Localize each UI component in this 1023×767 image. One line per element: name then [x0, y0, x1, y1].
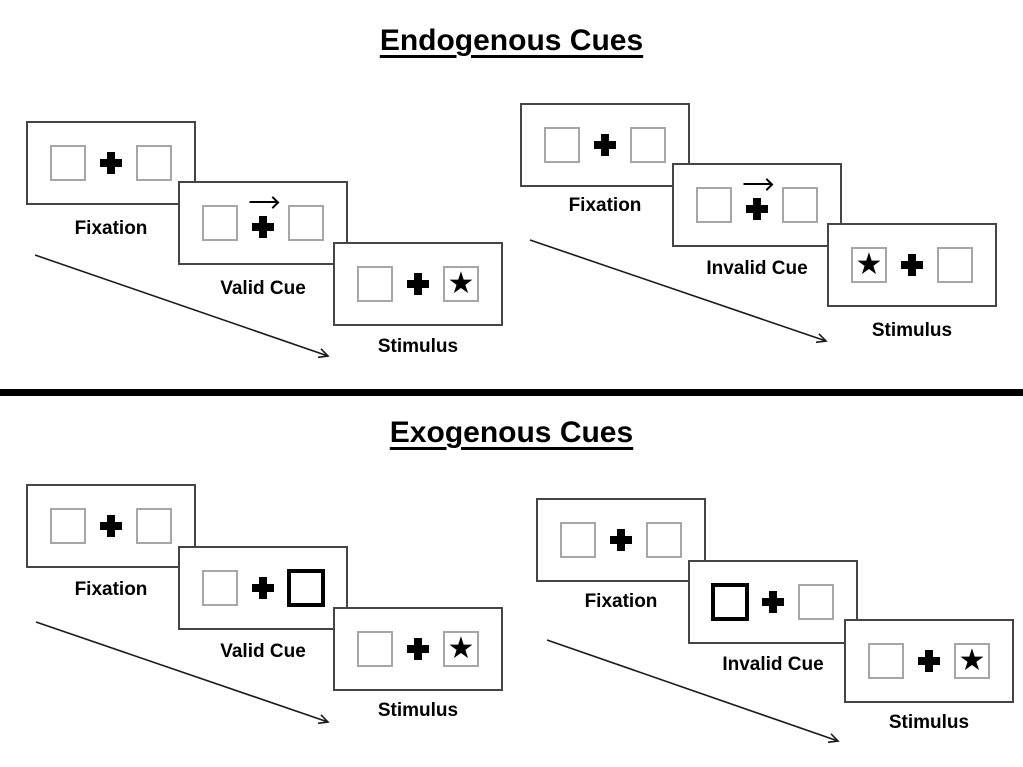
fixation-cross-icon — [762, 591, 784, 613]
star-stimulus-icon: ★ — [447, 631, 475, 666]
right-placeholder-box — [782, 187, 818, 223]
section-title-exogenous: Exogenous Cues — [389, 416, 634, 449]
exo-invalid-fixation-panel — [536, 498, 706, 582]
frame-label: Valid Cue — [220, 278, 306, 299]
frame-label: Invalid Cue — [722, 654, 824, 675]
right-placeholder-box — [646, 522, 682, 558]
frame-label: Fixation — [74, 218, 148, 239]
right-placeholder-box — [798, 584, 834, 620]
fixation-cross-icon — [901, 254, 923, 276]
fixation-cross-icon — [252, 577, 274, 599]
left-placeholder-box — [357, 266, 393, 302]
endo-invalid-cue-panel — [672, 163, 842, 247]
right-placeholder-box — [937, 247, 973, 283]
right-arrow-icon — [743, 183, 771, 185]
fixation-cross-icon — [100, 152, 122, 174]
fixation-cross-icon — [407, 638, 429, 660]
left-placeholder-box — [544, 127, 580, 163]
fixation-cross-icon — [610, 529, 632, 551]
frame-label: Valid Cue — [220, 641, 306, 662]
exo-invalid-stimulus-panel: ★ — [844, 619, 1014, 703]
fixation-cross-icon — [746, 198, 768, 220]
star-stimulus-icon: ★ — [855, 247, 883, 282]
left-placeholder-box — [202, 570, 238, 606]
frame-label: Stimulus — [377, 336, 459, 357]
left-placeholder-box — [868, 643, 904, 679]
frame-label: Stimulus — [871, 320, 953, 341]
right-placeholder-box — [630, 127, 666, 163]
target-box: ★ — [954, 643, 990, 679]
left-placeholder-box — [50, 145, 86, 181]
endo-invalid-fixation-panel — [520, 103, 690, 187]
section-title-endogenous: Endogenous Cues — [379, 24, 644, 57]
fixation-cross-icon — [918, 650, 940, 672]
exo-valid-cue-panel — [178, 546, 348, 630]
frame-label: Stimulus — [377, 700, 459, 721]
endo-invalid-stimulus-panel: ★ — [827, 223, 997, 307]
frame-label: Fixation — [568, 195, 642, 216]
frame-label: Stimulus — [888, 712, 970, 733]
exo-invalid-cue-panel — [688, 560, 858, 644]
left-placeholder-box — [357, 631, 393, 667]
fixation-cross-icon — [407, 273, 429, 295]
endo-valid-fixation-panel — [26, 121, 196, 205]
fixation-cross-icon — [594, 134, 616, 156]
exo-valid-stimulus-panel: ★ — [333, 607, 503, 691]
target-box: ★ — [851, 247, 887, 283]
exo-valid-timeline-arrow — [35, 621, 330, 725]
endo-invalid-timeline-arrow — [529, 239, 828, 344]
endo-valid-timeline-arrow — [34, 254, 330, 359]
endo-valid-cue-panel — [178, 181, 348, 265]
star-stimulus-icon: ★ — [958, 643, 986, 678]
left-placeholder-box — [50, 508, 86, 544]
left-placeholder-box — [560, 522, 596, 558]
target-box: ★ — [443, 266, 479, 302]
frame-label: Fixation — [74, 579, 148, 600]
exo-invalid-timeline-arrow — [546, 639, 840, 744]
fixation-cross-icon — [100, 515, 122, 537]
right-arrow-icon — [249, 201, 277, 203]
star-stimulus-icon: ★ — [447, 266, 475, 301]
left-placeholder-box — [696, 187, 732, 223]
highlighted-cue-box — [287, 569, 325, 607]
target-box: ★ — [443, 631, 479, 667]
right-placeholder-box — [288, 205, 324, 241]
fixation-cross-icon — [252, 216, 274, 238]
frame-label: Fixation — [584, 591, 658, 612]
exo-valid-fixation-panel — [26, 484, 196, 568]
left-placeholder-box — [202, 205, 238, 241]
right-placeholder-box — [136, 508, 172, 544]
highlighted-cue-box — [711, 583, 749, 621]
section-divider — [0, 389, 1023, 396]
frame-label: Invalid Cue — [706, 258, 808, 279]
right-placeholder-box — [136, 145, 172, 181]
endo-valid-stimulus-panel: ★ — [333, 242, 503, 326]
